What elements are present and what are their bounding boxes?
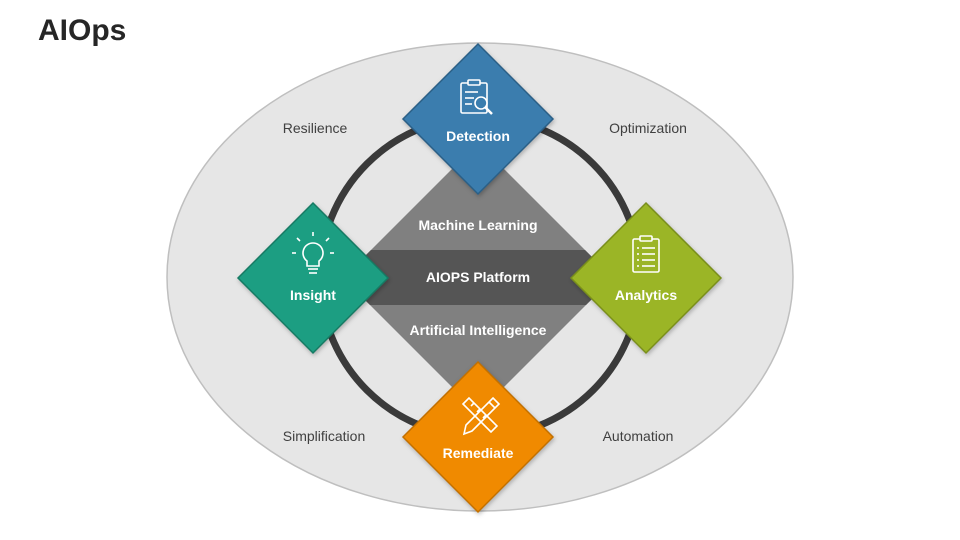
corner-label-optimization: Optimization — [609, 120, 687, 136]
node-label-insight: Insight — [290, 287, 336, 303]
corner-label-resilience: Resilience — [283, 120, 348, 136]
node-label-detection: Detection — [446, 128, 510, 144]
corner-label-automation: Automation — [603, 428, 674, 444]
pencil-ruler-icon — [461, 396, 501, 436]
corner-label-simplification: Simplification — [283, 428, 365, 444]
node-detection — [401, 42, 555, 196]
clipboard-list-icon — [632, 235, 660, 273]
node-insight — [236, 201, 390, 355]
center-label-artificial-intelligence: Artificial Intelligence — [410, 322, 547, 338]
center-label-aiops-platform: AIOPS Platform — [426, 269, 530, 285]
node-label-analytics: Analytics — [615, 287, 677, 303]
clipboard-search-icon — [460, 79, 493, 115]
center-label-machine-learning: Machine Learning — [418, 217, 537, 233]
node-remediate — [401, 360, 555, 514]
node-analytics — [569, 201, 723, 355]
lightbulb-icon — [292, 232, 334, 274]
page-title: AIOps — [38, 14, 127, 47]
node-label-remediate: Remediate — [443, 445, 514, 461]
